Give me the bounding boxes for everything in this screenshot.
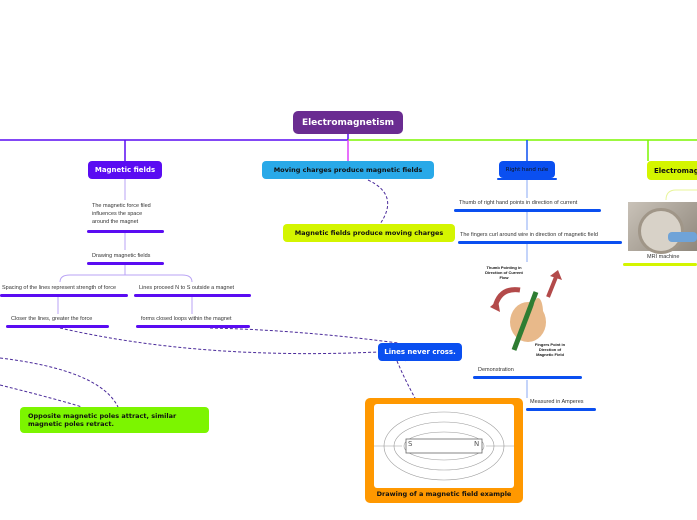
- underline: [136, 325, 250, 328]
- right-hand-rule-image: Thumb Pointing in Direction of Current F…: [480, 262, 580, 362]
- underline: [473, 376, 582, 379]
- underline: [623, 263, 697, 266]
- topic-magnetic-fields[interactable]: Magnetic fields: [88, 161, 162, 179]
- subtopic-closer-lines[interactable]: Closer the lines, greater the force: [11, 316, 93, 322]
- floating-drawing-example[interactable]: S N Drawing of a magnetic field example: [365, 398, 523, 503]
- subtopic-mri[interactable]: MRI machine: [647, 254, 680, 260]
- subtopic-thumb[interactable]: Thumb of right hand points in direction …: [459, 200, 578, 206]
- central-topic[interactable]: Electromagnetism: [293, 111, 403, 134]
- topic-electromagnets[interactable]: Electromag: [647, 161, 697, 180]
- underline: [458, 241, 622, 244]
- mri-image: [628, 202, 697, 254]
- topic-right-hand-rule[interactable]: Right hand rule: [499, 161, 555, 178]
- field-lines-icon: [374, 411, 514, 481]
- magnet-south-label: S: [408, 440, 413, 448]
- image-label-fingers: Fingers Point in Direction of Magnetic F…: [534, 342, 566, 357]
- subtopic-drawing-fields[interactable]: Drawing magnetic fields: [92, 253, 151, 259]
- subtopic-closed-loops[interactable]: forms closed loops within the magnet: [141, 316, 232, 322]
- floating-produce-moving-charges[interactable]: Magnetic fields produce moving charges: [283, 224, 455, 242]
- floating-opposite-poles[interactable]: Opposite magnetic poles attract, similar…: [20, 407, 209, 433]
- underline: [6, 325, 109, 328]
- subtopic-spacing[interactable]: Spacing of the lines represent strength …: [2, 285, 117, 291]
- subtopic-fingers[interactable]: The fingers curl around wire in directio…: [460, 232, 598, 238]
- subtopic-amperes[interactable]: Measured in Amperes: [530, 399, 584, 405]
- topic-moving-charges[interactable]: Moving charges produce magnetic fields: [262, 161, 434, 179]
- subtopic-n-to-s[interactable]: Lines proceed N to S outside a magnet: [139, 285, 235, 291]
- magnet-north-label: N: [474, 440, 480, 448]
- underline: [454, 209, 601, 212]
- subtopic-demonstration[interactable]: Demonstration: [478, 367, 514, 373]
- floating-lines-never-cross[interactable]: Lines never cross.: [378, 343, 462, 361]
- underline: [526, 408, 596, 411]
- drawing-example-label: Drawing of a magnetic field example: [376, 490, 512, 498]
- magnetic-field-image: S N: [374, 404, 514, 488]
- underline: [497, 178, 557, 180]
- underline: [87, 262, 164, 265]
- underline: [134, 294, 251, 297]
- underline: [87, 230, 164, 233]
- hand-icon: [490, 270, 562, 351]
- subtopic-force-field[interactable]: The magnetic force filed influences the …: [92, 203, 151, 225]
- underline: [0, 294, 128, 297]
- image-label-thumb: Thumb Pointing in Direction of Current F…: [485, 265, 523, 280]
